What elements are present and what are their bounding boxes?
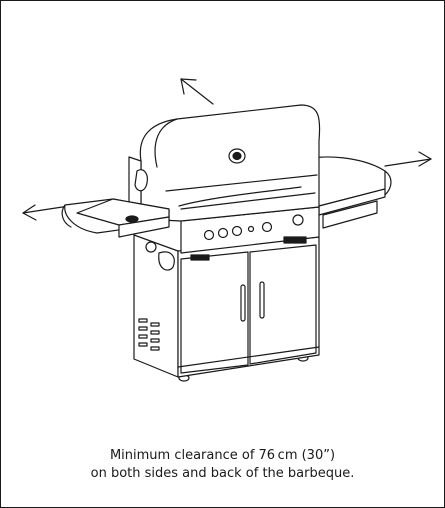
left-side-burner (61, 198, 175, 271)
right-side-shelf (300, 156, 392, 229)
control-panel (180, 206, 320, 261)
caption-line-1: Minimum clearance of 76 cm (30”) (109, 448, 336, 463)
arrow-back-icon (180, 78, 214, 105)
barbeque-illustration (22, 78, 432, 382)
arrow-right-icon (384, 151, 432, 167)
clearance-caption: Minimum clearance of 76 cm (30”) on both… (1, 447, 444, 483)
arrow-left-icon (22, 204, 70, 221)
caption-line-2: on both sides and back of the barbeque. (90, 466, 355, 481)
cabinet-front (177, 236, 320, 378)
grill-lid (128, 104, 321, 222)
